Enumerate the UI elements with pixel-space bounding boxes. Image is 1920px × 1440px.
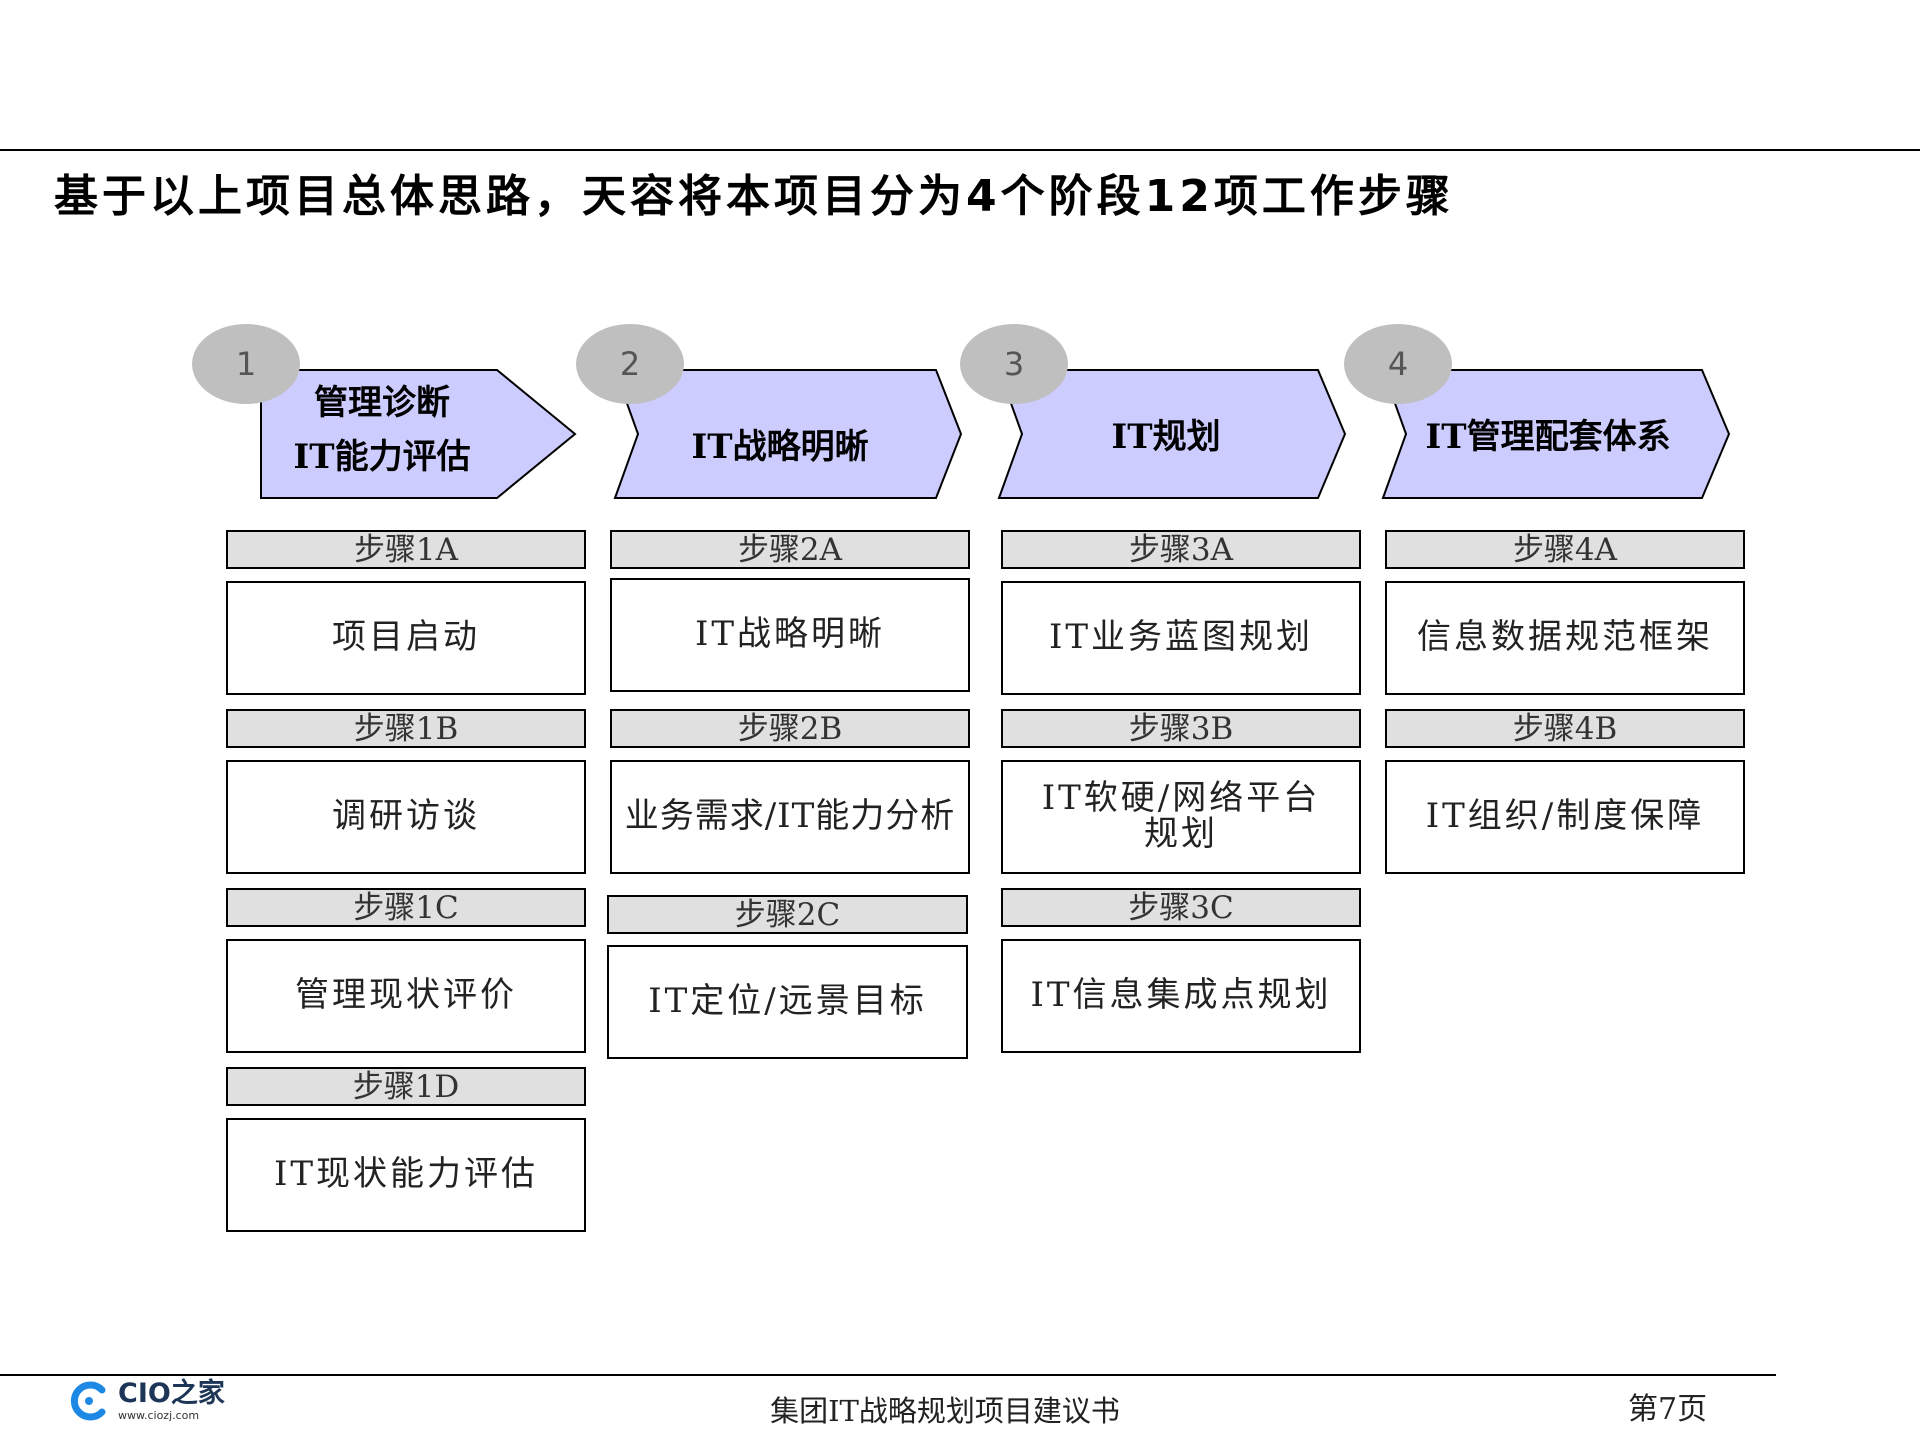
phase-4-number: 4 [1344,324,1452,404]
step-1b-header: 步骤1B [226,709,586,748]
step-3c-header: 步骤3C [1001,888,1361,927]
step-3a-box: IT业务蓝图规划 [1001,581,1361,695]
step-1a-text: 项目启动 [332,617,480,658]
step-3b-text-line-1: IT软硬/网络平台 [1041,778,1321,819]
phase-1-chevron [260,369,577,499]
step-1c-text: 管理现状评价 [295,975,517,1016]
phase-3-label-line-1: IT规划 [1111,417,1221,457]
step-3c-text: IT信息集成点规划 [1030,975,1332,1016]
phase-3-number: 3 [960,324,1068,404]
step-2c-text: IT定位/远景目标 [648,981,927,1022]
step-2a-text: IT战略明晰 [694,614,886,655]
logo-url: www.ciozj.com [118,1409,200,1422]
step-1b-text: 调研访谈 [332,796,480,837]
step-2c-header: 步骤2C [607,895,968,934]
phase-4-label: IT管理配套体系 [1400,410,1696,464]
step-3b-header: 步骤3B [1001,709,1361,748]
phase-1-label-line-2: IT能力评估 [293,437,471,478]
phase-4-label-line-1: IT管理配套体系 [1425,417,1671,457]
step-1c-box: 管理现状评价 [226,939,586,1053]
step-2a-header: 步骤2A [610,530,970,569]
phase-2-label: IT战略明晰 [640,420,920,474]
step-4b-header: 步骤4B [1385,709,1745,748]
step-2b-header: 步骤2B [610,709,970,748]
step-4a-box: 信息数据规范框架 [1385,581,1745,695]
step-4b-text: IT组织/制度保障 [1425,796,1705,837]
step-3b-text-line-2: 规划 [1144,814,1218,854]
step-4a-header: 步骤4A [1385,530,1745,569]
phase-2-label-line-1: IT战略明晰 [691,427,869,467]
step-2a-box: IT战略明晰 [610,578,970,692]
page-number: 第7页 [1628,1392,1708,1427]
step-1a-header: 步骤1A [226,530,586,569]
logo-name: CIO之家 [118,1378,225,1409]
page-title: 基于以上项目总体思路，天容将本项目分为4个阶段12项工作步骤 [54,171,1454,222]
phase-1-label: 管理诊断 IT能力评估 [268,376,496,485]
phase-1-number: 1 [192,324,300,404]
phase-3-label: IT规划 [1026,410,1306,464]
step-2b-text: 业务需求/IT能力分析 [624,796,956,837]
step-3b-box: IT软硬/网络平台 规划 [1001,760,1361,874]
phase-2-number: 2 [576,324,684,404]
step-1b-box: 调研访谈 [226,760,586,874]
step-4b-box: IT组织/制度保障 [1385,760,1745,874]
logo-c-icon [70,1381,106,1421]
step-1a-box: 项目启动 [226,581,586,695]
cio-logo: CIO之家 www.ciozj.com [66,1378,225,1424]
footer-document-title: 集团IT战略规划项目建议书 [770,1394,1120,1428]
phase-3-chevron [997,369,1347,499]
step-2b-box: 业务需求/IT能力分析 [610,760,970,874]
step-3a-header: 步骤3A [1001,530,1361,569]
phase-4-chevron [1381,369,1731,499]
step-1d-header: 步骤1D [226,1067,586,1106]
phase-1-label-line-1: 管理诊断 [314,383,450,423]
step-2c-box: IT定位/远景目标 [607,945,968,1059]
step-3a-text: IT业务蓝图规划 [1048,617,1314,658]
phase-2-chevron [613,369,963,499]
step-4a-text: 信息数据规范框架 [1417,617,1713,658]
step-1d-box: IT现状能力评估 [226,1118,586,1232]
top-rule [0,149,1920,151]
footer-rule [0,1374,1776,1376]
step-3c-box: IT信息集成点规划 [1001,939,1361,1053]
step-1c-header: 步骤1C [226,888,586,927]
step-1d-text: IT现状能力评估 [273,1154,539,1195]
